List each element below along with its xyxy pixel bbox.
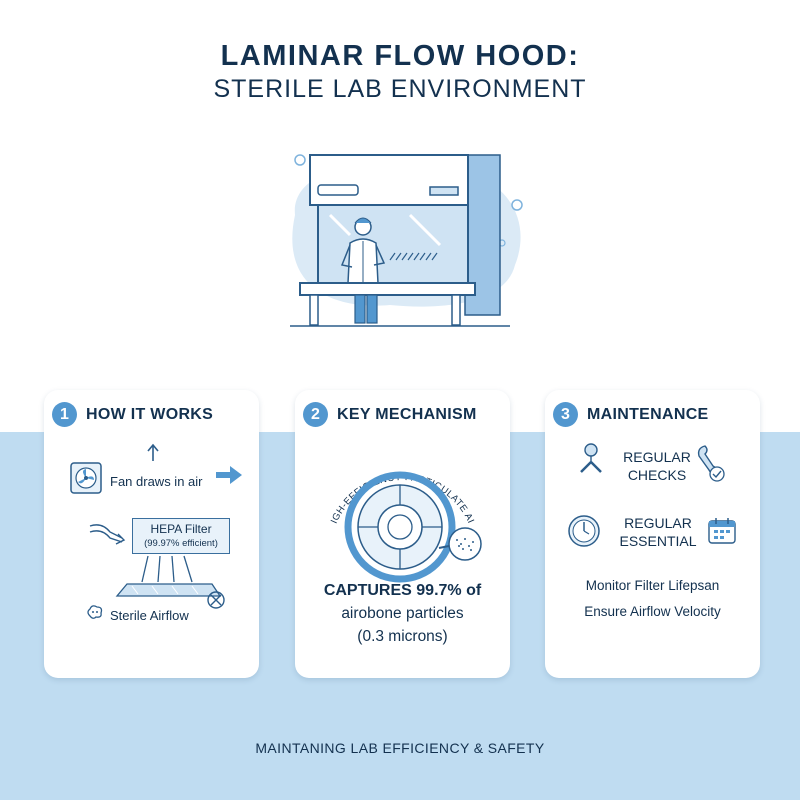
regular-checks-label: REGULAR CHECKS: [617, 448, 697, 484]
no-symbol-icon: [206, 590, 226, 615]
step-number-badge: 3: [553, 402, 578, 427]
captures-headline: CAPTURES 99.7% of: [323, 582, 482, 599]
card-maintenance: 3 MAINTENANCE REGULAR CHECKS REGULAR ESS…: [545, 390, 760, 678]
card-how-it-works: 1 HOW IT WORKS Fan draws in air HEPA Fil…: [44, 390, 259, 678]
arrow-right-icon: [214, 464, 244, 491]
gauge-icon: [567, 514, 601, 553]
regular-essential-line2: ESSENTIAL: [619, 533, 697, 549]
card-title: HOW IT WORKS: [86, 405, 214, 423]
wrench-check-icon: [695, 444, 729, 489]
card-title: KEY MECHANISM: [337, 405, 477, 423]
airflow-diagram: [112, 554, 222, 603]
regular-essential-label: REGULAR ESSENTIAL: [613, 514, 703, 550]
squiggle-arrow-icon: [88, 520, 128, 551]
airflow-label: Sterile Airflow: [110, 608, 189, 623]
arrow-up-icon: [146, 442, 160, 467]
monitor-text: Monitor Filter Lifepsan: [585, 578, 720, 593]
page-title: LAMINAR FLOW HOOD:: [220, 40, 580, 72]
step-number-badge: 2: [303, 402, 328, 427]
tools-icon: [575, 442, 607, 481]
hepa-filter-box: HEPA Filter (99.97% efficient): [132, 518, 230, 554]
regular-checks-line2: CHECKS: [627, 467, 687, 483]
filter-target-icon: HIGH-EFFICIENCY PARTICULATE AIR: [291, 424, 510, 587]
footer-tagline: MAINTANING LAB EFFICIENCY & SAFETY: [255, 740, 545, 756]
captures-text: CAPTURES 99.7% of airobone particles (0.…: [295, 582, 510, 646]
ensure-text: Ensure Airflow Velocity: [584, 604, 721, 619]
hepa-efficiency: (99.97% efficient): [144, 538, 218, 549]
hepa-label: HEPA Filter: [150, 522, 212, 536]
magnifier-icon: [435, 524, 483, 569]
fan-label: Fan draws in air: [110, 474, 203, 489]
fan-icon: [70, 462, 102, 499]
card-title: MAINTENANCE: [587, 405, 709, 423]
laminar-flow-hood-illustration: [270, 145, 540, 340]
card-key-mechanism: 2 KEY MECHANISM HIGH-EFFICIENCY PARTICUL…: [291, 390, 510, 678]
particle-icon: [86, 604, 104, 625]
step-number-badge: 1: [52, 402, 77, 427]
page-subtitle: STERILE LAB ENVIRONMENT: [213, 75, 587, 103]
regular-checks-line1: REGULAR: [623, 449, 691, 465]
captures-subline: airobone particles: [341, 605, 464, 622]
regular-essential-line1: REGULAR: [624, 515, 692, 531]
calendar-icon: [707, 516, 737, 551]
captures-size: (0.3 microns): [357, 628, 448, 645]
